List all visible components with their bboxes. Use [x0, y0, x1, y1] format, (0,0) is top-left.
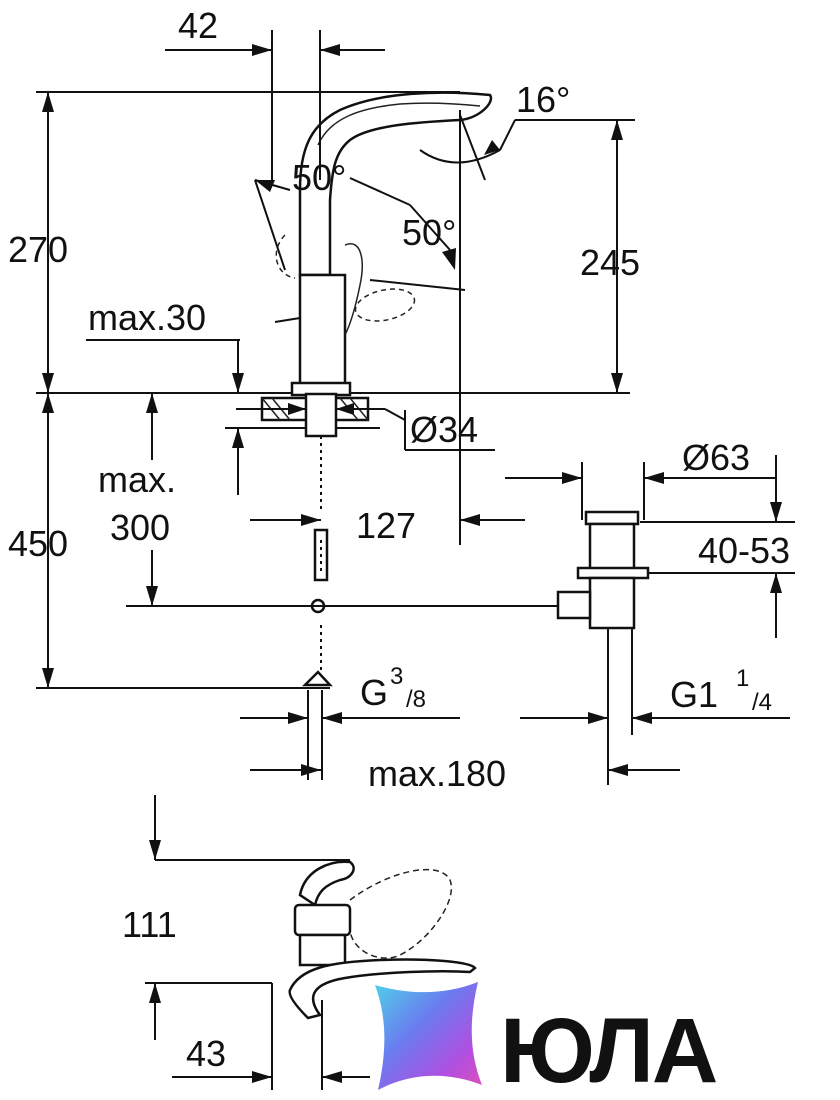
supply-hose: [301, 436, 333, 687]
side-view-faucet: 111 43: [122, 795, 477, 1090]
dim-label-450: 450: [8, 523, 68, 564]
yula-logo: ЮЛА: [375, 982, 719, 1100]
dim-label-127: 127: [356, 505, 416, 546]
dim-label-g1-sub: /4: [752, 689, 772, 716]
dim-label-40-53: 40-53: [698, 530, 790, 571]
dim-thread-g38: G 3 /8: [240, 663, 460, 780]
dim-label-16: 16°: [516, 79, 570, 120]
dim-label-50-right: 50°: [402, 212, 456, 253]
dim-max-180: max.180: [250, 735, 680, 794]
dim-label-245: 245: [580, 242, 640, 283]
dim-height-450: 450: [8, 393, 330, 689]
dim-label-300: 300: [110, 507, 170, 548]
dim-label-111: 111: [122, 904, 177, 945]
dim-label-g-sup: 3: [390, 663, 403, 690]
drain-assembly: [556, 510, 650, 735]
dim-label-max30: max.30: [88, 297, 206, 338]
dim-label-max: max.: [98, 459, 176, 500]
dim-label-50-left: 50°: [292, 157, 346, 198]
dim-label-g1: G1: [670, 674, 718, 715]
yula-logo-star-icon: [375, 982, 482, 1090]
dim-label-g-sub: /8: [406, 686, 426, 713]
dim-label-g1-sup: 1: [736, 665, 749, 692]
dim-diameter-34: Ø34: [236, 392, 495, 451]
angle-16: 16°: [419, 79, 600, 181]
dim-label-d63: Ø63: [682, 437, 750, 478]
dim-label-270: 270: [8, 229, 68, 270]
dim-label-max180: max.180: [368, 753, 506, 794]
dim-label-43: 43: [186, 1033, 226, 1074]
dim-diameter-63: Ø63: [505, 437, 775, 520]
dim-max-300: max. 300: [98, 393, 460, 607]
dim-label-42: 42: [178, 5, 218, 46]
dim-drain-40-53: 40-53: [640, 455, 795, 638]
dim-reach-127: 127: [250, 393, 525, 546]
angle-50-left: 50°: [254, 157, 346, 271]
faucet-body: [274, 91, 493, 397]
angle-50-right: 50°: [349, 177, 466, 291]
yula-logo-text: ЮЛА: [500, 1000, 717, 1100]
dim-thread-g114: G1 1 /4: [520, 665, 790, 724]
dim-height-270: 270: [8, 91, 460, 393]
dim-max-30: max.30: [86, 297, 380, 495]
dim-height-245: 245: [580, 119, 640, 393]
dim-label-d34: Ø34: [410, 409, 478, 450]
dim-width-42: 42: [165, 5, 385, 78]
dim-label-g: G: [360, 672, 388, 713]
